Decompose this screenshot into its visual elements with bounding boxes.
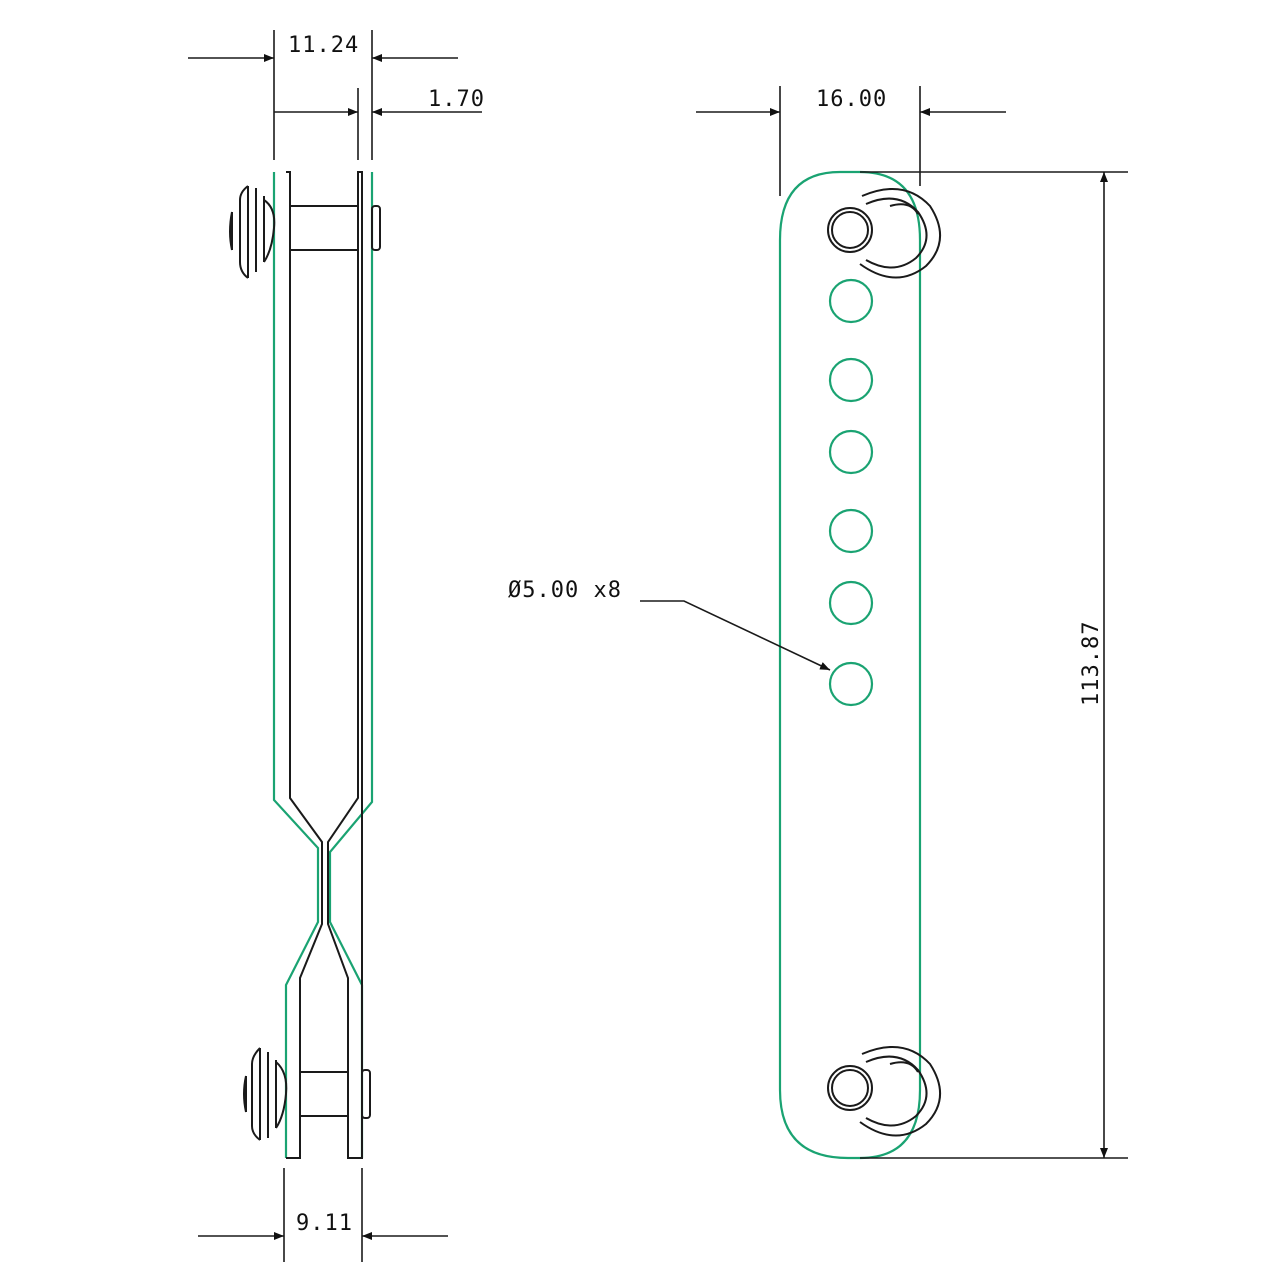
bottom-pin-shaft — [299, 1071, 349, 1117]
bottom-clip-coils — [245, 1048, 277, 1140]
side-link-right-plate — [327, 171, 363, 1159]
top-pin-shaft — [289, 205, 359, 251]
bottom-clip-inner — [865, 1055, 928, 1127]
top-clip-loop — [263, 199, 276, 263]
dimension-front-width: 16.00 — [696, 86, 1006, 196]
bottom-clip-loop — [275, 1061, 288, 1129]
bottom-clip-tail — [889, 1061, 919, 1073]
hole-callout-leader — [640, 600, 831, 671]
dimension-top-width: 11.24 — [188, 30, 458, 160]
hole-4 — [828, 429, 874, 475]
hole-7 — [828, 661, 874, 707]
top-clip-coils — [231, 186, 265, 278]
hole-pattern — [828, 278, 874, 707]
top-clip-tail — [889, 203, 919, 215]
front-bottom-pin — [827, 1046, 942, 1137]
dimension-label-front-width: 16.00 — [816, 87, 887, 112]
top-clip-inner — [865, 197, 928, 269]
side-view: 11.24 1.70 — [188, 30, 485, 1262]
bottom-pin-inner — [831, 1069, 869, 1107]
hole-2 — [828, 278, 874, 324]
dimension-label-bottom-width: 9.11 — [296, 1211, 353, 1236]
bottom-pin-assembly — [243, 1047, 371, 1141]
dimension-front-length: 113.87 — [860, 171, 1128, 1159]
bottom-pin-head — [361, 1069, 371, 1119]
dimension-bottom-width: 9.11 — [198, 1168, 448, 1262]
bottom-clip-outer — [859, 1046, 942, 1137]
bottom-pin-circle — [827, 1065, 873, 1111]
bottom-clip-ends — [243, 1047, 261, 1141]
hole-6 — [828, 580, 874, 626]
hole-5 — [828, 508, 874, 554]
hole-3 — [828, 357, 874, 403]
dimension-label-front-length: 113.87 — [1079, 621, 1104, 706]
front-link-outline — [778, 170, 922, 1160]
side-link-left-plate — [286, 171, 323, 1159]
front-view: 16.00 Ø — [508, 86, 1128, 1160]
top-pin-assembly — [229, 185, 381, 279]
hole-callout: Ø5.00 x8 — [508, 578, 831, 671]
dimension-wall-thickness: 1.70 — [274, 87, 485, 160]
dimension-label-top-width: 11.24 — [288, 33, 359, 58]
top-clip-outer — [859, 188, 942, 279]
top-pin-head — [371, 205, 381, 251]
hole-callout-label: Ø5.00 x8 — [508, 578, 622, 603]
front-top-pin — [827, 188, 942, 279]
top-pin-circle — [827, 207, 873, 253]
dimension-label-wall-thickness: 1.70 — [428, 87, 485, 112]
top-clip-ends — [229, 185, 249, 279]
top-pin-inner — [831, 211, 869, 249]
